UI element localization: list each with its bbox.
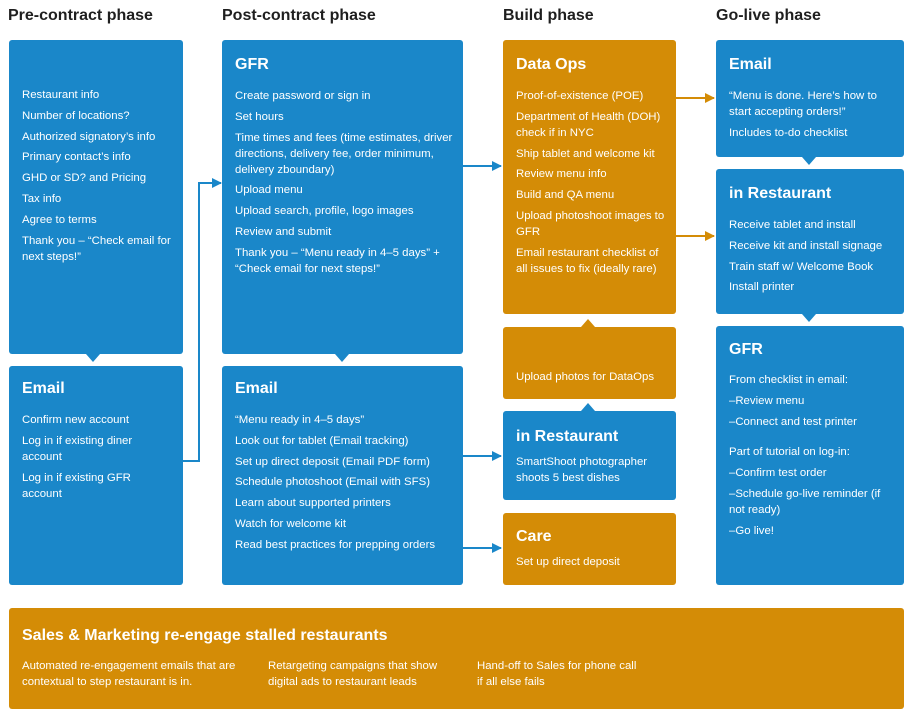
list-item: Agree to terms (22, 213, 97, 226)
list-item: Receive kit and install signage (729, 239, 883, 252)
list-item: Upload search, profile, logo images (235, 205, 414, 218)
list-item: Read best practices for prepping orders (235, 538, 436, 551)
go-live-gfr-title: GFR (729, 341, 763, 358)
list-spacer (729, 434, 894, 444)
list-item: Create password or sign in (235, 90, 371, 102)
list-item: Number of locations? (22, 109, 130, 122)
phase-title-pre-contract: Pre-contract phase (8, 7, 153, 24)
build-upload-photos-box: Upload photos for DataOps (503, 327, 676, 399)
go-live-in-restaurant-box: in Restaurant Receive tablet and install… (716, 169, 904, 314)
list-item: Authorized signatory’s info (22, 130, 156, 143)
build-care-box: Care Set up direct deposit (503, 513, 676, 585)
pointer-pre-form-to-email (86, 354, 100, 362)
banner-column-3: Hand-off to Sales for phone call if all … (477, 660, 637, 688)
list-item: Review menu info (516, 168, 607, 181)
post-contract-email-title: Email (235, 380, 278, 397)
phase-title-post-contract: Post-contract phase (222, 7, 376, 24)
list-item: Restaurant info (22, 89, 100, 101)
list-item: –Schedule go-live reminder (if not ready… (729, 487, 881, 516)
list-item: Includes to-do checklist (729, 126, 848, 139)
build-upload-photos-text: Upload photos for DataOps (516, 371, 655, 383)
list-item: Thank you – “Menu ready in 4–5 days” + “… (235, 246, 440, 275)
list-item: Email restaurant checklist of all issues… (516, 246, 659, 275)
list-item: Set up direct deposit (Email PDF form) (235, 455, 430, 468)
build-data-ops-box: Data Ops Proof-of-existence (POE) Depart… (503, 40, 676, 314)
pointer-gfr-to-email (335, 354, 349, 362)
phase-title-build: Build phase (503, 7, 594, 24)
list-item: Watch for welcome kit (235, 517, 346, 530)
banner-title: Sales & Marketing re-engage stalled rest… (22, 627, 388, 644)
list-item: Install printer (729, 281, 795, 294)
go-live-in-restaurant-list: Receive tablet and install Receive kit a… (729, 217, 894, 295)
list-item: “Menu ready in 4–5 days” (235, 414, 365, 426)
list-item: “Menu is done. Here’s how to start accep… (729, 90, 877, 118)
list-item: Set up direct deposit (516, 556, 620, 568)
list-item: –Confirm test order (729, 467, 827, 480)
list-item: Proof-of-existence (POE) (516, 90, 644, 102)
list-item: Log in if existing diner account (22, 434, 133, 463)
pre-contract-email-box: Email Confirm new account Log in if exis… (9, 366, 183, 585)
list-item: Department of Health (DOH) check if in N… (516, 110, 661, 139)
list-item: Set hours (235, 110, 284, 123)
build-care-list: Set up direct deposit (516, 554, 666, 570)
list-item: Primary contact’s info (22, 151, 131, 164)
list-item: From checklist in email: (729, 374, 848, 386)
list-item: Time times and fees (time estimates, dri… (235, 131, 453, 176)
list-item: –Review menu (729, 394, 805, 407)
pointer-in-restaurant-to-gfr (802, 314, 816, 322)
post-contract-email-list: “Menu ready in 4–5 days” Look out for ta… (235, 412, 453, 553)
list-item: Tax info (22, 192, 62, 205)
build-in-restaurant-box: in Restaurant SmartShoot photographer sh… (503, 411, 676, 500)
list-item: Ship tablet and welcome kit (516, 147, 655, 160)
banner-column-1: Automated re-engagement emails that are … (22, 660, 236, 688)
pointer-upload-to-data-ops (581, 319, 595, 327)
list-item: Schedule photoshoot (Email with SFS) (235, 476, 431, 489)
build-in-restaurant-title: in Restaurant (516, 428, 619, 445)
build-care-title: Care (516, 528, 552, 545)
list-item: Look out for tablet (Email tracking) (235, 434, 409, 447)
list-item: –Go live! (729, 524, 774, 537)
build-data-ops-title: Data Ops (516, 56, 587, 73)
build-data-ops-list: Proof-of-existence (POE) Department of H… (516, 88, 666, 277)
post-contract-gfr-box: GFR Create password or sign in Set hours… (222, 40, 463, 354)
list-item: Review and submit (235, 225, 332, 238)
list-item: Receive tablet and install (729, 219, 856, 231)
go-live-email-list: “Menu is done. Here’s how to start accep… (729, 88, 894, 141)
pre-contract-form-list: Restaurant info Number of locations? Aut… (22, 87, 173, 265)
list-item: SmartShoot photographer shoots 5 best di… (516, 456, 648, 484)
sales-marketing-banner: Sales & Marketing re-engage stalled rest… (9, 608, 904, 709)
list-item: Learn about supported printers (235, 497, 391, 510)
list-item: Upload photoshoot images to GFR (516, 209, 665, 238)
list-item: GHD or SD? and Pricing (22, 172, 147, 185)
list-item: Train staff w/ Welcome Book (729, 260, 874, 273)
list-item: Upload menu (235, 184, 303, 197)
pre-contract-email-title: Email (22, 380, 65, 397)
pointer-in-restaurant-to-upload (581, 403, 595, 411)
pre-contract-email-list: Confirm new account Log in if existing d… (22, 412, 173, 502)
phase-title-go-live: Go-live phase (716, 7, 821, 24)
go-live-gfr-box: GFR From checklist in email: –Review men… (716, 326, 904, 585)
list-item: Thank you – “Check email for next steps!… (22, 234, 171, 263)
build-in-restaurant-list: SmartShoot photographer shoots 5 best di… (516, 454, 666, 486)
banner-column-2: Retargeting campaigns that show digital … (268, 660, 438, 688)
list-item: Log in if existing GFR account (22, 471, 131, 500)
post-contract-gfr-title: GFR (235, 56, 269, 73)
arrow-pre-email-to-gfr (183, 178, 222, 462)
go-live-in-restaurant-title: in Restaurant (729, 185, 832, 202)
list-item: Build and QA menu (516, 189, 615, 202)
list-item: Part of tutorial on log-in: (729, 446, 850, 459)
pointer-email-to-in-restaurant (802, 157, 816, 165)
go-live-email-title: Email (729, 56, 772, 73)
list-item: –Connect and test printer (729, 415, 857, 428)
go-live-email-box: Email “Menu is done. Here’s how to start… (716, 40, 904, 157)
pre-contract-form-box: Restaurant info Number of locations? Aut… (9, 40, 183, 354)
list-item: Confirm new account (22, 414, 129, 426)
post-contract-email-box: Email “Menu ready in 4–5 days” Look out … (222, 366, 463, 585)
post-contract-gfr-list: Create password or sign in Set hours Tim… (235, 88, 453, 277)
go-live-gfr-list: From checklist in email: –Review menu –C… (729, 372, 894, 539)
